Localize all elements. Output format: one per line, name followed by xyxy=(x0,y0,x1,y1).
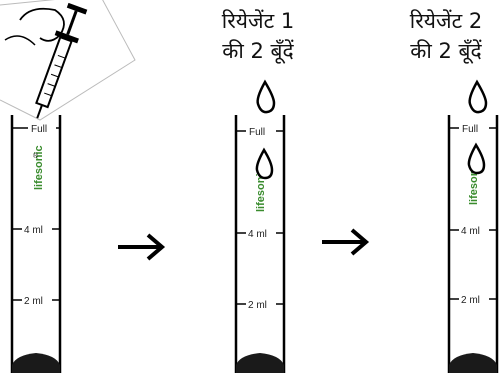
tube-1-full-label: Full xyxy=(31,124,47,135)
drop-in-tube-icon xyxy=(255,147,274,180)
svg-text:®: ® xyxy=(33,152,39,160)
step-1: Full 4 ml 2 ml lifesonic ® xyxy=(0,0,136,373)
step-2-caption-line1: रियेजेंट 1 xyxy=(222,9,294,33)
tube-2-2ml-label: 2 ml xyxy=(248,300,267,311)
step-2-caption-line2: की 2 बूँदें xyxy=(222,39,294,64)
hand-icon xyxy=(19,7,65,42)
tube-2-marks: Full 4 ml 2 ml lifesonic xyxy=(236,127,284,311)
tube-1-marks: Full 4 ml 2 ml lifesonic ® xyxy=(12,124,60,307)
drop-icon xyxy=(256,79,276,114)
step-3-caption-line1: रियेजेंट 2 xyxy=(410,9,482,33)
step-2: रियेजेंट 1 की 2 बूँदें Full 4 ml 2 ml li… xyxy=(222,9,295,373)
drop-icon xyxy=(468,79,488,114)
step-3-caption-line2: की 2 बूँदें xyxy=(410,39,482,64)
tube-3-full-label: Full xyxy=(462,124,478,135)
test-tube-2 xyxy=(236,115,284,373)
tube-1-brand: lifesonic xyxy=(33,145,45,190)
tube-2-full-label: Full xyxy=(249,127,265,138)
tube-3-4ml-label: 4 ml xyxy=(461,226,480,237)
arrow-right-icon xyxy=(118,233,166,261)
drop-in-tube-icon xyxy=(467,142,486,175)
tube-3-marks: Full 4 ml 2 ml lifesonic xyxy=(449,124,497,306)
tube-3-2ml-label: 2 ml xyxy=(461,295,480,306)
arrow-right-icon xyxy=(322,228,370,256)
tube-1-4ml-label: 4 ml xyxy=(24,225,43,236)
tube-1-2ml-label: 2 ml xyxy=(24,296,43,307)
tube-2-4ml-label: 4 ml xyxy=(248,229,267,240)
syringe-icon xyxy=(35,2,88,119)
syringe-frame xyxy=(0,0,136,121)
step-3: रियेजेंट 2 की 2 बूँदें Full 4 ml 2 ml li… xyxy=(410,9,497,373)
